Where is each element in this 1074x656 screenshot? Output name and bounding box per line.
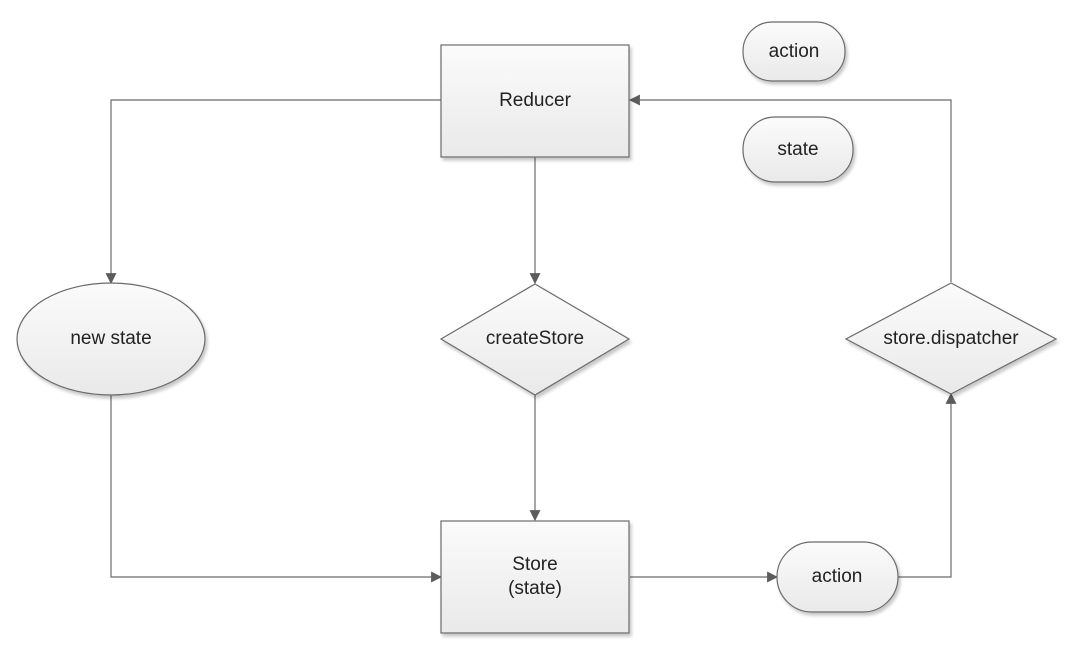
edge-dispatcher-to-reducer [628,94,952,282]
new-state-label: new state [70,328,151,349]
legend-state-label: state [777,139,818,160]
legend-action-node: action [742,21,846,82]
action-label: action [812,566,863,587]
create-store-node: createStore [439,283,631,396]
edge-action-to-dispatcher [898,392,957,578]
action-node: action [776,541,899,613]
new-state-node: new state [16,282,206,396]
edge-new-state-to-store [110,395,443,583]
legend-state-node: state [742,116,854,183]
edge-reducer-to-new-state [105,99,441,285]
store-label-line1: Store [512,554,557,575]
store-label-line2: (state) [508,578,562,599]
store-node: Store (state) [440,520,630,634]
create-store-label: createStore [486,328,584,349]
store-dispatcher-label: store.dispatcher [883,328,1019,349]
legend-action-label: action [769,41,820,62]
reducer-label: Reducer [499,90,571,111]
store-dispatcher-node: store.dispatcher [844,282,1058,395]
reducer-node: Reducer [440,44,630,158]
